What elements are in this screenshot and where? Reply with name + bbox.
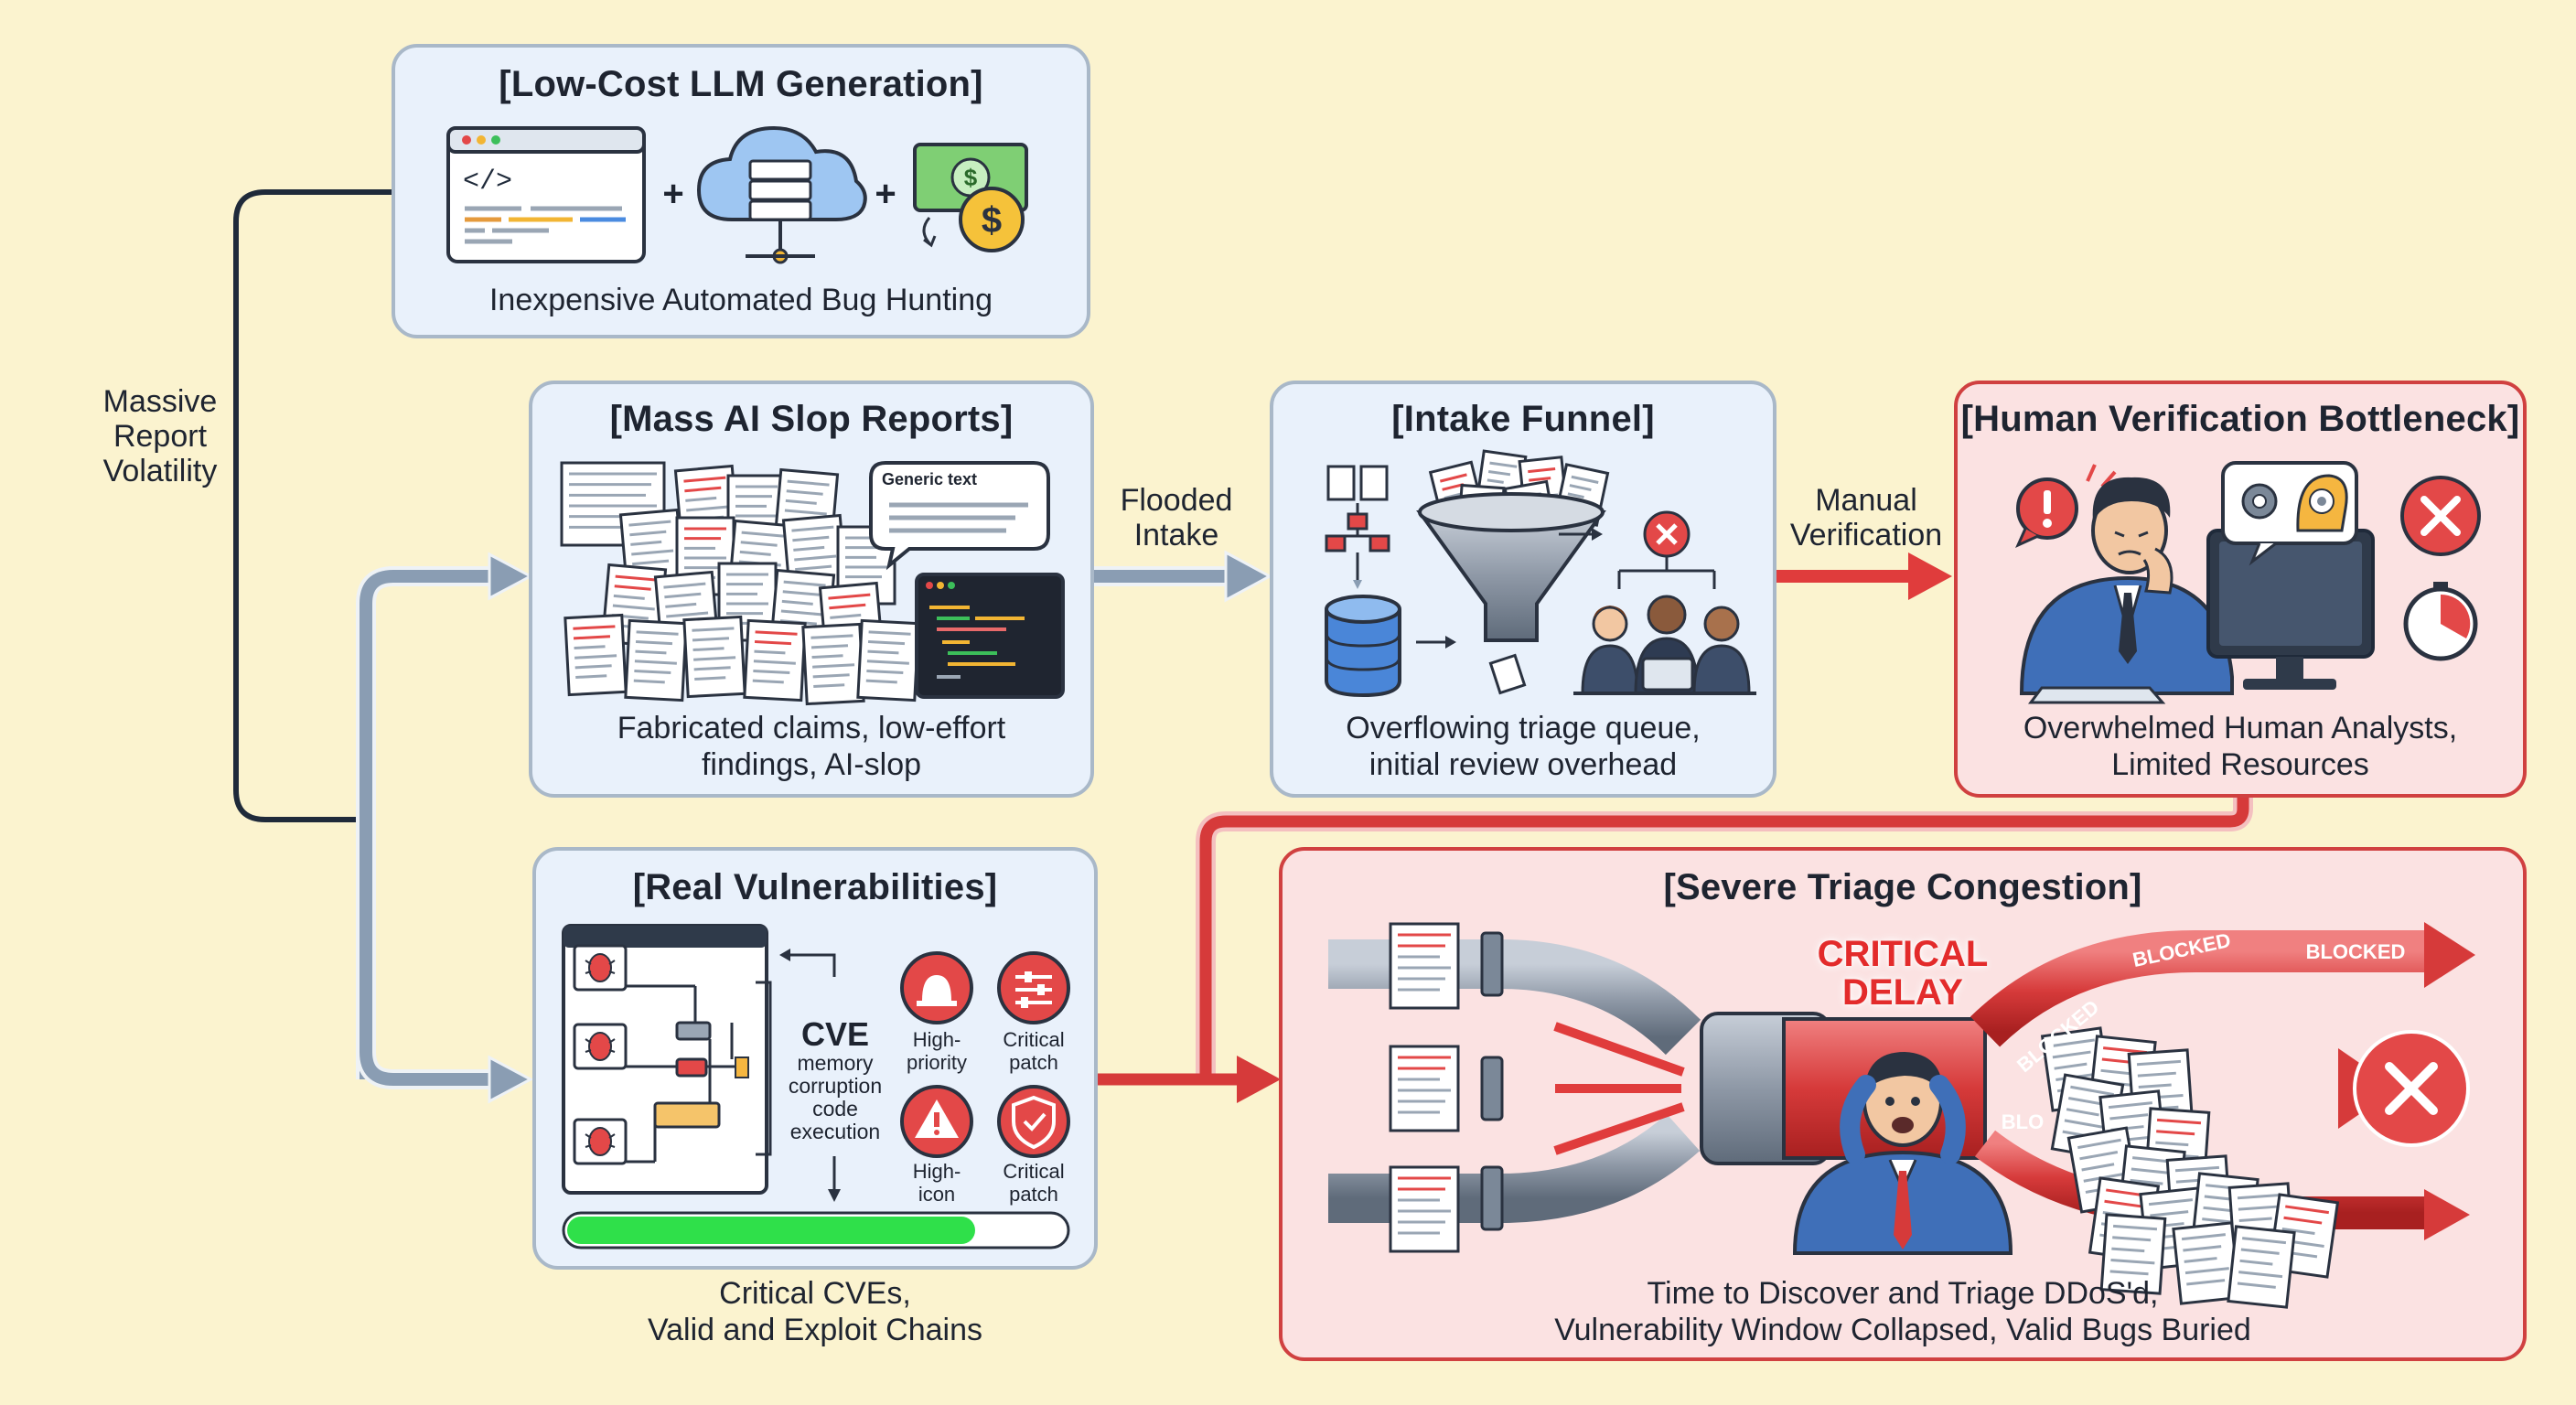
stressed-analyst-icon xyxy=(2019,477,2234,704)
congestion-panel-title: [Severe Triage Congestion] xyxy=(1663,867,2142,907)
cloud-server-icon xyxy=(696,125,867,264)
bug-icon xyxy=(573,944,628,992)
funnel-icon xyxy=(1416,449,1610,695)
terminal-icon xyxy=(915,573,1065,699)
money-icon: $ $ xyxy=(913,143,1028,252)
review-team-icon xyxy=(1573,595,1756,695)
llm-panel-caption: Inexpensive Automated Bug Hunting xyxy=(488,283,993,317)
document-icon xyxy=(801,622,865,706)
database-icon xyxy=(1325,595,1456,698)
human-panel-title: [Human Verification Bottleneck] xyxy=(1960,399,2520,439)
funnel-panel-title: [Intake Funnel] xyxy=(1391,399,1655,439)
slop-panel-caption: Fabricated claims, low-effort findings, … xyxy=(617,711,1006,782)
arrow-real-to-congestion xyxy=(1098,1056,1281,1103)
speech-bubble-text: Generic text xyxy=(882,470,978,488)
document-icon xyxy=(682,615,746,699)
progress-bar xyxy=(562,1211,1070,1249)
badge-label-critical-patch: Critical patch xyxy=(1003,1028,1065,1074)
document-icon xyxy=(2227,1225,2296,1309)
badge-label-high-priority: High- priority xyxy=(906,1028,967,1074)
bug-icon xyxy=(573,1118,628,1165)
plus-sign: + xyxy=(875,174,896,214)
plus-sign: + xyxy=(662,174,684,214)
code-window-icon: </> xyxy=(446,126,646,263)
funnel-panel-caption: Overflowing triage queue, initial review… xyxy=(1346,711,1701,782)
document-icon xyxy=(856,618,920,702)
siren-badge-icon xyxy=(900,951,973,1024)
document-icon xyxy=(1389,1165,1460,1253)
cve-description: memory corruption code execution xyxy=(788,1051,883,1143)
arrow-manual-verification xyxy=(1776,552,1952,600)
panicked-person-icon xyxy=(1792,1052,2013,1255)
real-panel-caption: Critical CVEs, Valid and Exploit Chains xyxy=(647,1276,983,1347)
real-panel-title: [Real Vulnerabilities] xyxy=(632,867,998,907)
arrow-to-slop xyxy=(356,552,534,1079)
cve-heading: CVE xyxy=(800,1015,870,1053)
badge-label-critical-patch: Critical patch xyxy=(1003,1160,1065,1206)
incoming-docs-icons xyxy=(1389,922,1460,1253)
svg-text:$: $ xyxy=(964,164,978,191)
document-icon xyxy=(743,618,807,702)
document-icon xyxy=(2099,1213,2167,1295)
arrow-human-to-congestion xyxy=(1196,794,2253,1078)
arrow-flooded-intake xyxy=(1094,550,1273,603)
sliders-badge-icon xyxy=(997,951,1070,1024)
congestion-close-icon xyxy=(2353,1030,2470,1147)
congested-pipes xyxy=(1328,922,2475,1240)
bug-icon xyxy=(573,1023,628,1070)
reject-x-icon xyxy=(1559,510,1716,589)
document-icon xyxy=(1389,922,1460,1010)
arrow-to-real xyxy=(356,1051,534,1104)
close-x-icon xyxy=(2400,476,2481,556)
congestion-panel-caption: Time to Discover and Triage DDoS'd, Vuln… xyxy=(1554,1276,2251,1347)
timer-icon xyxy=(2403,582,2478,661)
critical-delay-label: CRITICAL DELAY xyxy=(1817,934,1989,1013)
code-flow-window-icon xyxy=(562,924,768,1195)
edge-label-flooded-intake: Flooded Intake xyxy=(1120,483,1233,552)
speech-bubble-icon xyxy=(869,461,1050,571)
alert-bubble-icon xyxy=(2015,464,2125,548)
blocked-label: BLOCKED xyxy=(2305,940,2406,963)
warning-badge-icon xyxy=(900,1085,973,1158)
connector-left-bracket xyxy=(233,189,392,822)
document-icon xyxy=(624,618,688,702)
slop-panel-title: [Mass AI Slop Reports] xyxy=(609,399,1014,439)
document-icon xyxy=(564,613,628,697)
edge-label-manual-verification: Manual Verification xyxy=(1789,483,1943,552)
gears-thought-icon xyxy=(2221,461,2358,566)
document-icon xyxy=(1389,1045,1460,1132)
buried-reports-pile xyxy=(2040,1026,2340,1309)
svg-text:</>: </> xyxy=(463,166,512,198)
blocked-label: BLO xyxy=(2001,1110,2045,1133)
badge-label-high-icon: High- icon xyxy=(912,1160,961,1206)
stacked-documents-icon xyxy=(560,461,920,706)
llm-panel-title: [Low-Cost LLM Generation] xyxy=(499,64,983,104)
svg-text:$: $ xyxy=(982,200,1002,241)
monitor-icon xyxy=(2206,529,2375,690)
org-chart-icon xyxy=(1325,465,1390,589)
human-panel-caption: Overwhelmed Human Analysts, Limited Reso… xyxy=(2023,711,2458,782)
side-label-massive-volatility: Massive Report Volatility xyxy=(102,384,218,488)
shield-badge-icon xyxy=(997,1085,1070,1158)
flow-bracket xyxy=(756,949,841,1202)
